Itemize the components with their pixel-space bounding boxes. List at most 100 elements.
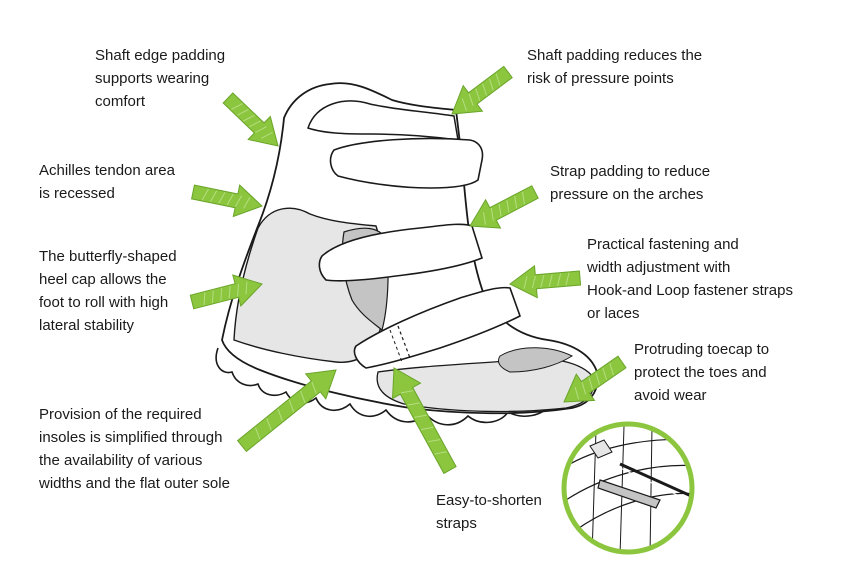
- label-line: Shaft edge padding: [95, 47, 226, 64]
- arrow-hatch: [218, 192, 226, 204]
- arrow-hatch: [300, 390, 306, 403]
- arrow-straps: [391, 367, 457, 475]
- arrow-hatch: [427, 439, 441, 443]
- arrow-hatch: [255, 126, 267, 134]
- arrow-hatch: [531, 275, 536, 289]
- arrow-hatch: [237, 108, 249, 116]
- lower-strap: [353, 286, 521, 369]
- arrow-butterfly: [189, 274, 263, 310]
- label-line: Strap padding to reduce: [550, 163, 711, 180]
- label-line: Practical fastening and: [587, 236, 739, 253]
- label-line: width adjustment with: [587, 259, 731, 276]
- insole-detail-inset: [561, 421, 695, 555]
- arrow-hatch: [483, 212, 486, 225]
- arrow-hatch: [588, 377, 593, 390]
- arrow-hatch: [498, 203, 502, 217]
- arrow-hatch: [565, 272, 570, 286]
- arrow-hatch: [400, 390, 414, 394]
- arrow-hatch: [595, 372, 600, 385]
- arrow-shaft-edge: [222, 92, 279, 147]
- arrow-hatch: [523, 276, 528, 289]
- arrow-hatch: [434, 451, 447, 455]
- arrow-strap-padding: [469, 185, 539, 229]
- label-achilles: Achilles tendon area is recessed: [39, 159, 175, 205]
- label-insoles: Provision of the required insoles is sim…: [39, 403, 230, 495]
- arrow-toecap: [563, 355, 627, 403]
- arrow-hatch: [475, 88, 481, 101]
- arrow-hatch: [237, 283, 239, 297]
- label-line: The butterfly-shaped: [39, 248, 177, 265]
- arrow-hatch: [254, 427, 261, 440]
- label-shaft-padding: Shaft padding reduces the risk of pressu…: [527, 44, 702, 90]
- label-shaft-edge-padding: Shaft edge padding supports wearing comf…: [95, 44, 225, 113]
- label-line: supports wearing: [95, 70, 210, 87]
- arrow-hatch: [243, 197, 251, 209]
- label-line: Easy-to-shorten: [436, 492, 542, 509]
- label-line: foot to roll with high: [39, 294, 169, 311]
- middle-strap: [318, 223, 483, 282]
- arrow-hatch: [420, 426, 434, 431]
- arrow-hatch: [228, 285, 231, 299]
- upper-strap: [329, 137, 484, 189]
- label-line: or laces: [587, 305, 640, 322]
- label-toecap: Protruding toecap to protect the toes an…: [634, 338, 769, 407]
- arrow-hatch: [220, 288, 223, 301]
- label-line: Achilles tendon area: [39, 162, 175, 179]
- arrow-hatch: [209, 190, 218, 202]
- label-line: straps: [436, 515, 477, 532]
- arrow-hatch: [602, 367, 607, 381]
- arrow-hatch: [461, 98, 467, 111]
- arrow-hatch: [468, 93, 474, 106]
- label-butterfly-heel-cap: The butterfly-shaped heel cap allows the…: [39, 245, 177, 337]
- arrow-hatch: [211, 290, 214, 304]
- arrow-insoles: [236, 369, 337, 453]
- arrow-hatch: [243, 114, 255, 122]
- arrow-hatch: [311, 381, 317, 394]
- arrow-hatch: [245, 281, 248, 295]
- arrow-hatch: [288, 399, 295, 413]
- arrow-hatch: [414, 414, 427, 418]
- arrow-hatch: [226, 193, 234, 206]
- arrow-hatch: [234, 195, 243, 207]
- arrow-achilles: [191, 184, 263, 218]
- arrow-fastening: [509, 264, 582, 299]
- label-line: is recessed: [39, 185, 115, 202]
- arrow-hatch: [581, 382, 587, 395]
- label-line: Shaft padding reduces the: [527, 47, 703, 64]
- label-line: risk of pressure points: [527, 70, 674, 87]
- label-line: protect the toes and: [634, 364, 767, 381]
- label-fastening: Practical fastening and width adjustment…: [587, 233, 793, 325]
- arrow-hatch: [574, 386, 580, 400]
- label-line: Protruding toecap to: [634, 341, 770, 358]
- arrow-hatch: [488, 78, 494, 91]
- arrow-hatch: [203, 292, 206, 306]
- label-line: Hook-and Loop fastener straps: [587, 282, 793, 299]
- arrow-hatch: [514, 195, 518, 209]
- shaft-collar: [307, 100, 459, 141]
- arrow-hatch: [231, 103, 243, 110]
- label-line: Provision of the required: [39, 406, 202, 423]
- arrow-hatch: [482, 83, 488, 96]
- label-line: widths and the flat outer sole: [39, 475, 230, 492]
- label-strap-padding: Strap padding to reduce pressure on the …: [550, 160, 710, 206]
- label-line: insoles is simplified through: [39, 429, 223, 446]
- label-line: heel cap allows the: [39, 271, 167, 288]
- arrow-hatch: [609, 362, 614, 376]
- arrow-hatch: [522, 191, 525, 205]
- arrow-hatch: [201, 188, 209, 201]
- toe-inner-shade: [497, 347, 574, 373]
- arrow-hatch: [557, 273, 562, 287]
- arrow-hatch: [407, 402, 421, 406]
- arrow-hatch: [540, 274, 545, 288]
- arrow-shaft-padding: [451, 65, 513, 115]
- arrow-hatch: [490, 208, 494, 221]
- arrow-hatch: [249, 120, 261, 128]
- label-line: lateral stability: [39, 317, 135, 334]
- label-line: comfort: [95, 93, 146, 110]
- arrow-hatch: [277, 409, 283, 422]
- arrow-hatch: [548, 274, 553, 287]
- arrow-hatch: [506, 199, 510, 213]
- arrow-hatch: [495, 73, 501, 86]
- label-line: avoid wear: [634, 387, 707, 404]
